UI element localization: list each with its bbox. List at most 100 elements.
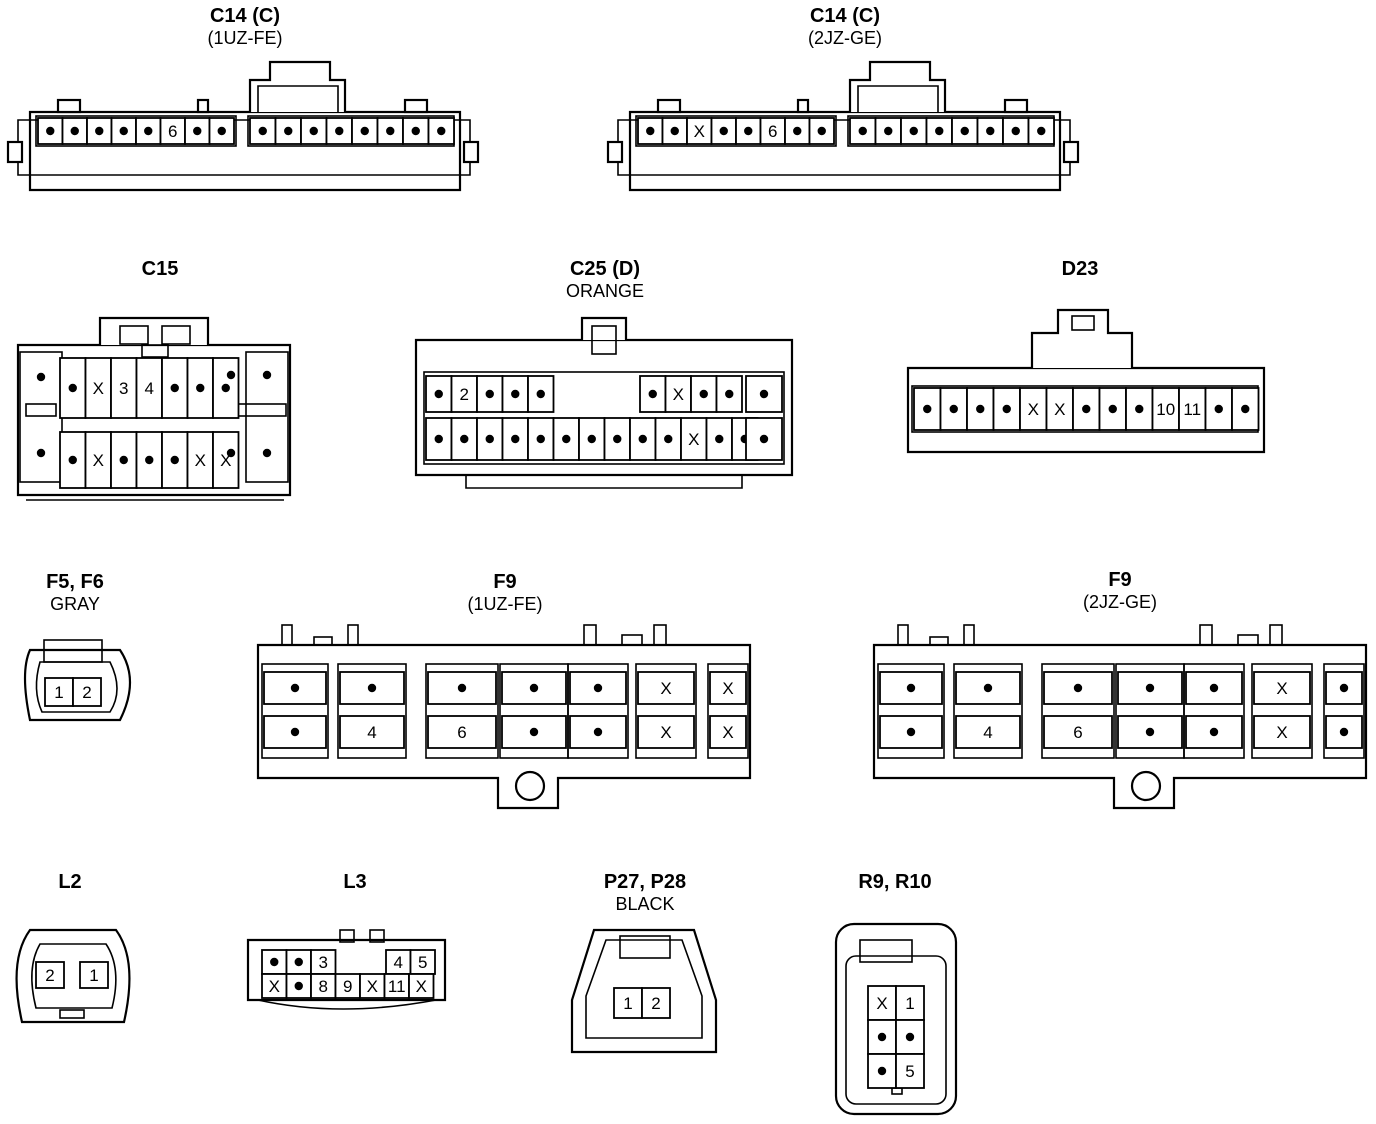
terminal-label: X	[660, 723, 671, 742]
terminal-cell	[285, 949, 312, 975]
housing-outline	[25, 403, 57, 417]
terminal-label: 1	[54, 683, 63, 702]
terminal-box	[35, 961, 65, 989]
terminal-cell: 2	[35, 961, 65, 989]
housing-outline	[6, 140, 24, 164]
terminal-cell	[715, 375, 743, 413]
terminal-cell	[135, 431, 163, 489]
terminal-cell: 2	[450, 375, 478, 413]
terminal-label: 2	[82, 683, 91, 702]
terminal-dot	[744, 126, 753, 136]
housing-outline	[257, 999, 437, 1010]
terminal-dot	[258, 126, 267, 136]
terminal-dot	[877, 1032, 887, 1042]
housing-outline	[606, 140, 624, 164]
housing-outline	[35, 115, 237, 147]
terminal-cell	[285, 973, 312, 999]
terminal-dot	[294, 957, 303, 967]
terminal-label: 1	[89, 966, 98, 985]
terminal-cell	[226, 370, 236, 380]
connector-subtitle: (2JZ-GE)	[1083, 592, 1157, 612]
c14-2jz-label: C14 (C) (2JZ-GE)	[780, 4, 910, 48]
housing-outline	[1130, 770, 1162, 802]
terminal-dot	[593, 727, 603, 737]
terminal-cell: X	[186, 431, 214, 489]
terminal-cell	[501, 375, 529, 413]
connector-title: D23	[1061, 258, 1099, 280]
housing-outline	[425, 663, 499, 759]
terminal-cell: X	[1019, 387, 1048, 431]
terminal-box	[1151, 387, 1180, 431]
c14-1uz-label: C14 (C) (1UZ-FE)	[180, 4, 310, 48]
terminal-box	[637, 671, 695, 705]
terminal-dot	[217, 126, 226, 136]
terminal-cell	[184, 117, 211, 145]
terminal-cell: 4	[385, 949, 412, 975]
housing-outline	[1071, 315, 1095, 331]
terminal-box	[84, 431, 112, 489]
terminal-cell: X	[212, 431, 240, 489]
terminal-cell: 2	[72, 677, 102, 707]
terminal-cell	[262, 448, 272, 458]
terminal-cell: 1	[613, 987, 643, 1019]
terminal-dot	[562, 434, 571, 444]
terminal-dot	[119, 455, 128, 465]
terminal-cell	[578, 417, 606, 461]
terminal-box	[135, 357, 163, 419]
terminal-dot	[70, 126, 79, 136]
terminal-dot	[670, 126, 679, 136]
housing-outline	[585, 939, 703, 1039]
terminal-dot	[1145, 683, 1155, 693]
terminal-cell: X	[680, 417, 708, 461]
connector-housings	[6, 60, 1368, 1116]
connector-title: C14 (C)	[809, 5, 880, 27]
terminal-box	[895, 1053, 925, 1089]
terminal-cell	[637, 117, 664, 145]
r9-r10-label: R9, R10	[835, 870, 955, 894]
terminal-label: 8	[319, 977, 328, 996]
terminal-label: X	[694, 122, 705, 141]
terminal-box	[680, 417, 708, 461]
terminal-cell: X	[359, 973, 386, 999]
terminal-label: X	[660, 679, 671, 698]
terminal-label: 3	[319, 953, 328, 972]
terminal-box	[427, 715, 497, 749]
terminal-cell: 1	[79, 961, 109, 989]
terminal-label: 5	[905, 1062, 914, 1081]
terminal-box	[709, 715, 747, 749]
terminal-cell	[1204, 387, 1233, 431]
terminal-cell	[501, 715, 567, 749]
terminal-cell: X	[1045, 387, 1074, 431]
terminal-cell: X	[408, 973, 435, 999]
housing-outline	[583, 624, 597, 646]
terminal-box	[1045, 387, 1074, 431]
p27-p28-label: P27, P28 BLACK	[575, 870, 715, 914]
terminal-cell	[1027, 117, 1055, 145]
terminal-dot	[290, 727, 300, 737]
terminal-dot	[437, 126, 446, 136]
housing-outline	[347, 624, 359, 646]
terminal-box	[425, 417, 453, 461]
terminal-cell	[735, 117, 762, 145]
terminal-label: 4	[394, 953, 403, 972]
terminal-cell	[849, 117, 877, 145]
terminal-cell	[1002, 117, 1030, 145]
terminal-cell	[208, 117, 235, 145]
terminal-box	[879, 715, 943, 749]
housing-outline	[248, 60, 347, 112]
terminal-cell	[1231, 387, 1260, 431]
terminal-cell	[690, 375, 718, 413]
terminal-label: 11	[388, 977, 406, 996]
housing-outline	[845, 955, 947, 1105]
terminal-dot	[613, 434, 622, 444]
terminal-dot	[638, 434, 647, 444]
terminal-dot	[1082, 404, 1091, 414]
terminal-cell	[476, 417, 504, 461]
terminal-dot	[36, 372, 46, 382]
terminal-label: X	[93, 379, 104, 398]
terminal-dot	[457, 683, 467, 693]
terminal-cell	[939, 387, 968, 431]
housing-outline	[656, 98, 682, 114]
terminal-cell: X	[84, 357, 112, 419]
terminal-label: X	[269, 977, 280, 996]
